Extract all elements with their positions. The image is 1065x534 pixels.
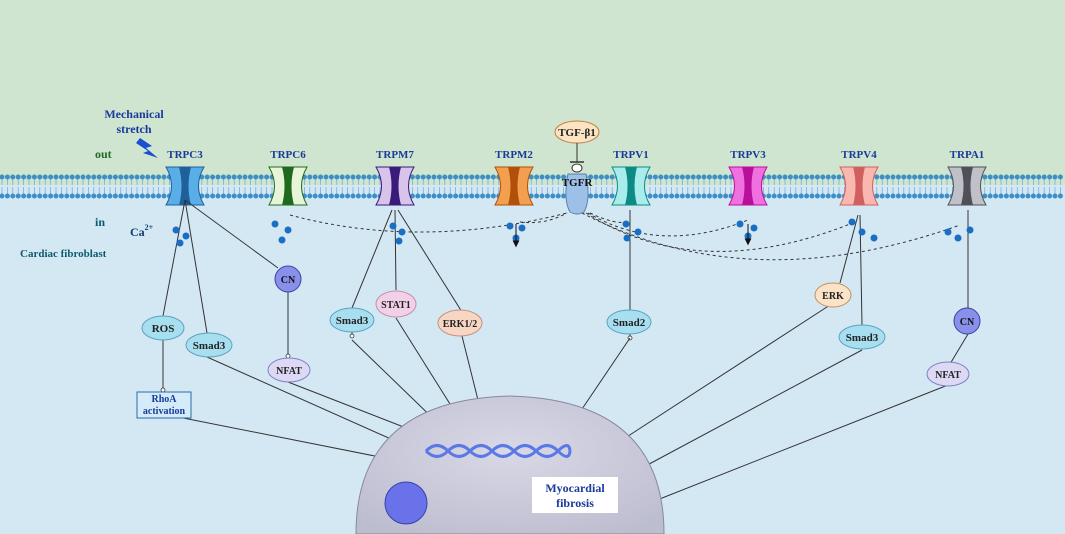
extracellular-region	[0, 0, 1065, 185]
smad3-label-b: Smad3	[336, 315, 369, 327]
channel-label: TRPC3	[167, 149, 203, 161]
calcium-ion	[395, 237, 403, 245]
calcium-ion	[954, 234, 962, 242]
nfat-label-b: NFAT	[935, 370, 961, 381]
erk-label: ERK	[822, 291, 844, 302]
myocardial-fibrosis-line1: Myocardial	[545, 481, 605, 495]
channel-label: TRPV4	[841, 149, 877, 161]
calcium-ion	[284, 226, 292, 234]
nucleus: Myocardial fibrosis	[355, 395, 665, 534]
channel-trpc3: TRPC3	[165, 149, 205, 206]
channel-trpm2: TRPM2	[494, 149, 534, 206]
mediator-nodes: ROS RhoA activation Smad3 CN NFAT Smad3 …	[136, 265, 981, 419]
calcium-ions	[172, 218, 974, 247]
tgf-beta1-label: TGF-β1	[558, 127, 596, 139]
out-label: out	[95, 147, 112, 161]
calcium-ion	[848, 218, 856, 226]
lightning-icon	[136, 138, 158, 158]
erk12-node	[437, 309, 483, 337]
dna-helix-icon	[424, 444, 572, 458]
channel-trpv4: TRPV4	[839, 149, 879, 206]
trp-channels: TRPC3 TRPC6 TRPM7 TRPM2 TRPV1 TRPV3 TRPV4 TRPA1	[165, 149, 987, 206]
channel-label: TRPM2	[495, 149, 533, 161]
smad3-node-a	[185, 332, 233, 358]
erk12-label: ERK1/2	[443, 319, 477, 330]
smad3-label-c: Smad3	[846, 332, 879, 344]
calcium-ion	[506, 222, 514, 230]
tgfr-label: TGFR	[562, 177, 594, 189]
calcium-ion	[389, 222, 397, 230]
channel-trpv1: TRPV1	[611, 149, 651, 206]
cn-node-b	[953, 307, 981, 335]
smad3-node-c	[838, 324, 886, 350]
calcium-ion	[870, 234, 878, 242]
smad3-label-a: Smad3	[193, 340, 226, 352]
calcium-ion	[172, 226, 180, 234]
tgfr-receptor: TGFR	[562, 173, 594, 215]
calcium-ion	[271, 220, 279, 228]
calcium-ion	[398, 228, 406, 236]
erk-node	[814, 282, 852, 308]
stat1-label: STAT1	[381, 300, 411, 311]
smad2-label: Smad2	[613, 317, 646, 329]
calcium-ion	[623, 234, 631, 242]
calcium-ion	[858, 228, 866, 236]
tgf-beta1-ligand: TGF-β1	[554, 120, 600, 173]
calcium-ion	[176, 239, 184, 247]
ion-influx-arrows	[512, 224, 752, 248]
channel-label: TRPM7	[376, 149, 414, 161]
mechanical-stretch-label-line2: stretch	[116, 122, 151, 136]
calcium-superscript: 2+	[145, 223, 154, 232]
stat1-node	[375, 290, 417, 318]
nfat-node-a	[267, 357, 311, 383]
channel-label: TRPC6	[270, 149, 306, 161]
nfat-node-b	[926, 361, 970, 387]
channel-label: TRPV1	[613, 149, 648, 161]
calcium-ion	[736, 220, 744, 228]
channel-trpc6: TRPC6	[268, 149, 308, 206]
ros-node	[141, 315, 185, 341]
in-label: in	[95, 215, 105, 229]
rhoa-label-line1: RhoA	[151, 394, 177, 405]
channel-trpv3: TRPV3	[728, 149, 768, 206]
cn-node-a	[274, 265, 302, 293]
mechanical-stretch-label-line1: Mechanical	[104, 107, 164, 121]
calcium-ion	[750, 224, 758, 232]
calcium-ion	[278, 236, 286, 244]
calcium-ion	[944, 228, 952, 236]
channel-label: TRPA1	[950, 149, 985, 161]
cn-label-b: CN	[960, 317, 975, 328]
calcium-ion	[518, 224, 526, 232]
smad2-node	[606, 309, 652, 335]
calcium-ion	[966, 226, 974, 234]
smad3-node-b	[329, 307, 375, 333]
myocardial-fibrosis-label-box	[532, 477, 618, 513]
rhoa-activation-node	[136, 391, 192, 419]
cardiac-fibroblast-label: Cardiac fibroblast	[20, 248, 107, 260]
cn-label-a: CN	[281, 275, 296, 286]
channel-trpa1: TRPA1	[947, 149, 987, 206]
nucleolus	[384, 481, 428, 525]
nfat-label-a: NFAT	[276, 366, 302, 377]
myocardial-fibrosis-line2: fibrosis	[556, 496, 594, 510]
calcium-ion	[634, 228, 642, 236]
calcium-label: Ca2+	[130, 223, 154, 239]
ros-label: ROS	[152, 323, 175, 335]
calcium-ion	[622, 220, 630, 228]
rhoa-label-line2: activation	[143, 406, 186, 417]
calcium-ion	[182, 232, 190, 240]
channel-trpm7: TRPM7	[375, 149, 415, 206]
channel-label: TRPV3	[730, 149, 766, 161]
